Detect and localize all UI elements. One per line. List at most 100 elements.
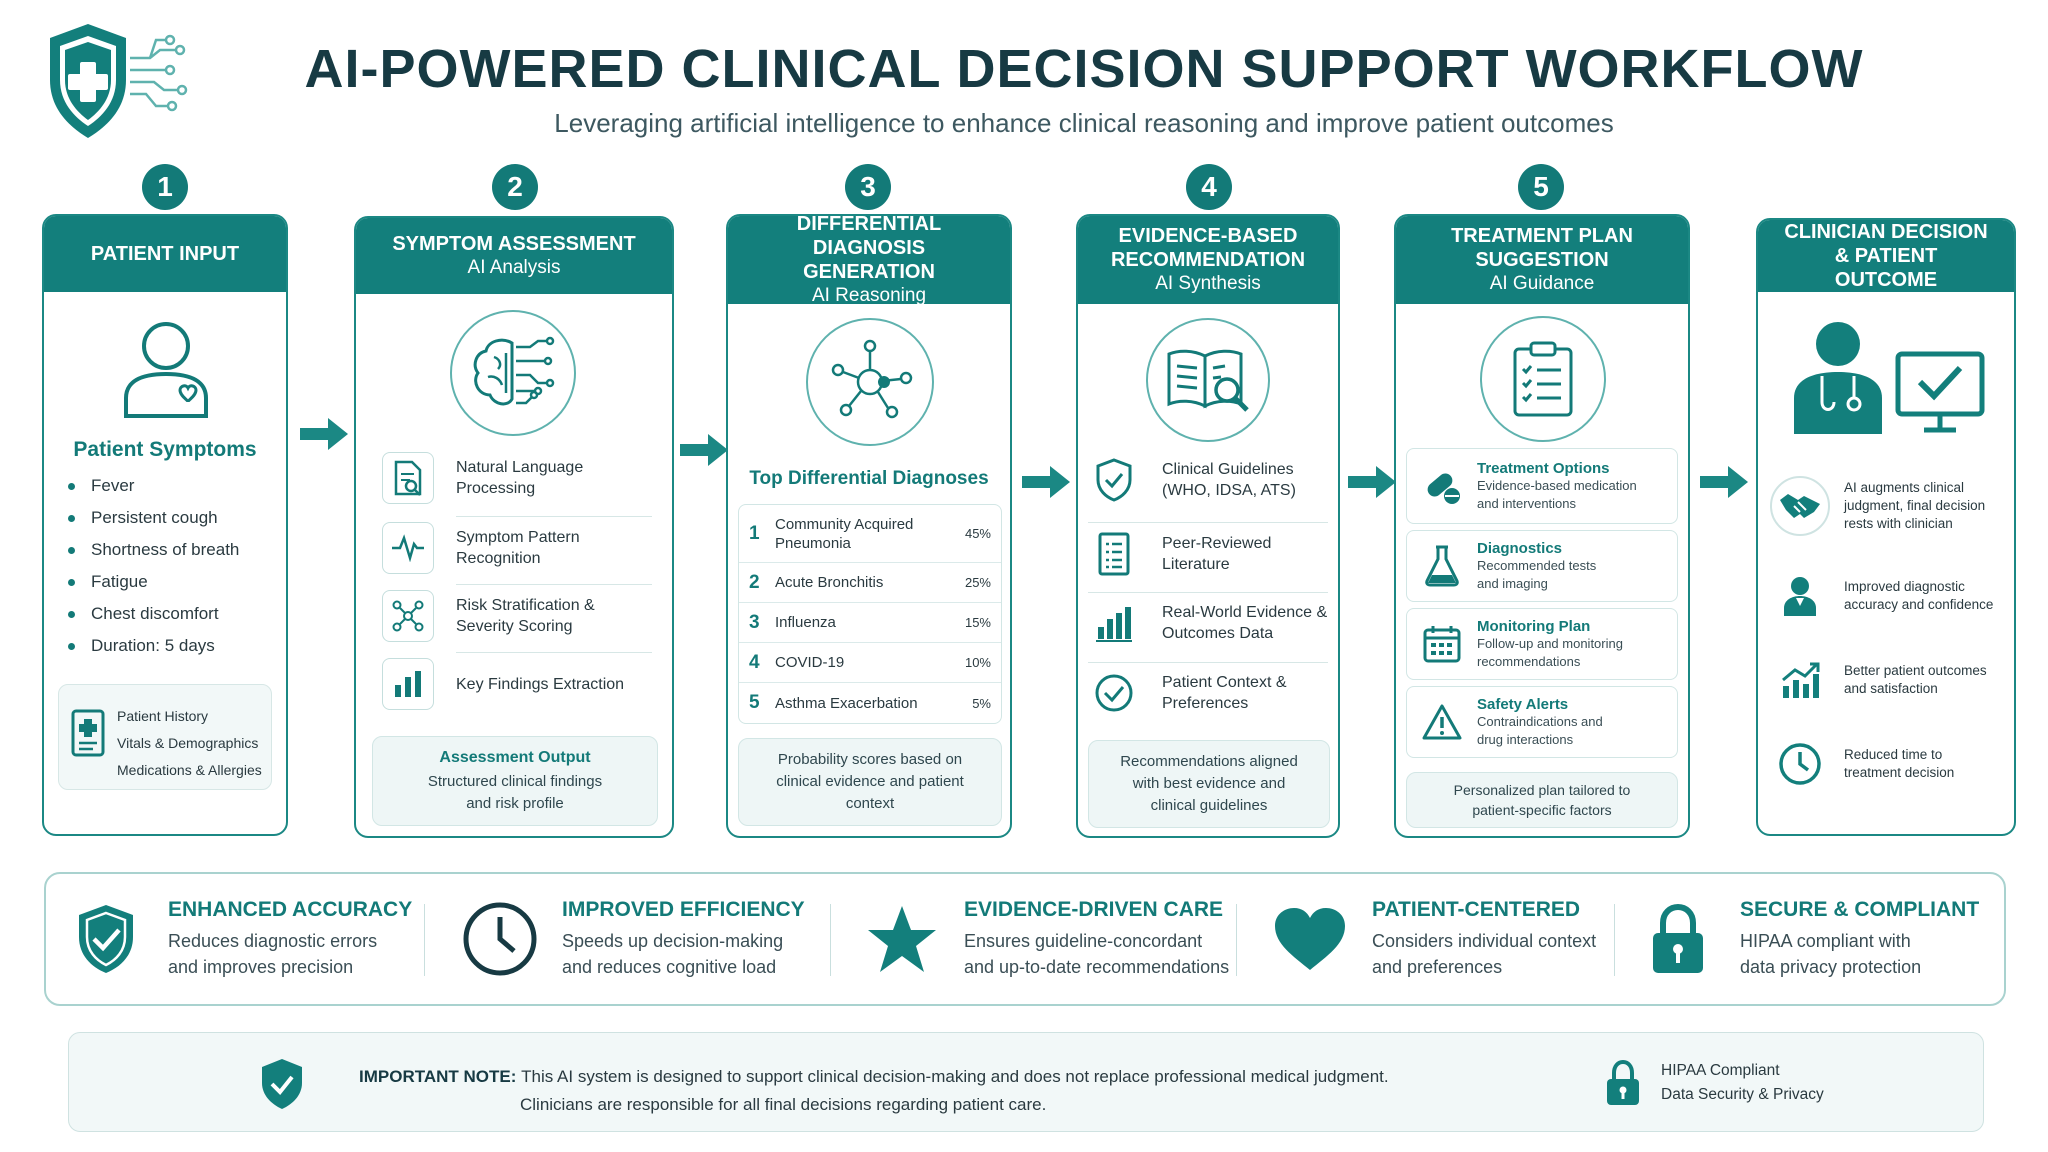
flask-icon bbox=[1425, 545, 1459, 587]
card-title: EVIDENCE-BASED RECOMMENDATION bbox=[1110, 225, 1306, 271]
pill-icon bbox=[1427, 473, 1460, 504]
history-item: Patient History bbox=[117, 708, 209, 724]
arrow-right-icon bbox=[1348, 466, 1396, 498]
card-subtitle: AI Guidance bbox=[1489, 273, 1595, 294]
card-treatment-plan: TREATMENT PLAN SUGGESTION AI Guidance Tr… bbox=[1394, 214, 1690, 838]
document-search-icon bbox=[394, 460, 422, 496]
outcome-item: Reduced time to treatment decision bbox=[1770, 734, 1984, 794]
star-icon bbox=[868, 906, 936, 972]
molecule-network-icon bbox=[806, 318, 934, 446]
analysis-item: Key Findings Extraction bbox=[382, 658, 636, 710]
step-number-5: 5 bbox=[1518, 164, 1564, 210]
evidence-item: Peer-Reviewed Literature bbox=[1094, 532, 1332, 576]
doctor-monitor-icon bbox=[1794, 322, 1985, 434]
handshake-icon bbox=[1780, 494, 1820, 518]
analysis-item: Natural Language Processing bbox=[382, 452, 636, 504]
card-subtitle: AI Reasoning bbox=[811, 285, 927, 306]
symptom-item: Duration: 5 days bbox=[68, 630, 239, 662]
card-patient-input: PATIENT INPUT Patient Symptoms Fever Per… bbox=[42, 214, 288, 836]
symptom-item: Persistent cough bbox=[68, 502, 239, 534]
section-title: Top Differential Diagnoses bbox=[749, 468, 989, 489]
symptom-item: Fatigue bbox=[68, 566, 239, 598]
bar-chart-icon bbox=[1096, 607, 1132, 642]
arrow-right-icon bbox=[1700, 466, 1748, 498]
card-header: SYMPTOM ASSESSMENT AI Analysis bbox=[356, 218, 672, 294]
step-number-3: 3 bbox=[845, 164, 891, 210]
list-icon bbox=[1098, 532, 1130, 576]
growth-chart-icon bbox=[1782, 662, 1820, 698]
treatment-footer-box: Personalized plan tailored to patient-sp… bbox=[1406, 772, 1678, 828]
symptom-item: Chest discomfort bbox=[68, 598, 239, 630]
card-title: SYMPTOM ASSESSMENT bbox=[392, 233, 636, 255]
important-note-banner: IMPORTANT NOTE: This AI system is design… bbox=[68, 1032, 1984, 1132]
step-number-4: 4 bbox=[1186, 164, 1232, 210]
step-number-2: 2 bbox=[492, 164, 538, 210]
differential-footer-box: Probability scores based on clinical evi… bbox=[738, 738, 1002, 826]
step-number-1: 1 bbox=[142, 164, 188, 210]
evidence-item: Clinical Guidelines (WHO, IDSA, ATS) bbox=[1094, 458, 1332, 502]
shield-cross-logo-icon bbox=[50, 24, 188, 138]
history-item: Medications & Allergies bbox=[117, 762, 262, 778]
arrow-right-icon bbox=[300, 418, 348, 450]
card-title: CLINICIAN DECISION & PATIENT OUTCOME bbox=[1784, 221, 1988, 291]
clock-icon bbox=[1779, 743, 1821, 785]
section-title: Patient Symptoms bbox=[73, 438, 257, 461]
card-header: DIFFERENTIAL DIAGNOSIS GENERATION AI Rea… bbox=[728, 216, 1010, 306]
evidence-footer-box: Recommendations aligned with best eviden… bbox=[1088, 740, 1330, 828]
outcome-item: Better patient outcomes and satisfaction bbox=[1770, 650, 2004, 710]
symptom-list: Fever Persistent cough Shortness of brea… bbox=[68, 470, 239, 662]
card-header: TREATMENT PLAN SUGGESTION AI Guidance bbox=[1396, 216, 1688, 304]
symptom-item: Shortness of breath bbox=[68, 534, 239, 566]
card-differential-diagnosis: DIFFERENTIAL DIAGNOSIS GENERATION AI Rea… bbox=[726, 214, 1012, 838]
pulse-icon bbox=[392, 534, 424, 562]
evidence-item: Patient Context & Preferences bbox=[1094, 672, 1332, 714]
heart-icon bbox=[1275, 908, 1345, 970]
clipboard-checklist-icon bbox=[1480, 316, 1606, 442]
symptom-item: Fever bbox=[68, 470, 239, 502]
card-header: EVIDENCE-BASED RECOMMENDATION AI Synthes… bbox=[1078, 216, 1338, 304]
outcome-item: Improved diagnostic accuracy and confide… bbox=[1770, 566, 2004, 626]
arrow-right-icon bbox=[1022, 466, 1070, 498]
card-subtitle: AI Analysis bbox=[467, 257, 561, 278]
note-text: IMPORTANT NOTE: This AI system is design… bbox=[359, 1067, 1389, 1114]
shield-check-icon bbox=[1096, 458, 1132, 502]
card-clinician-decision: CLINICIAN DECISION & PATIENT OUTCOME AI … bbox=[1756, 218, 2016, 836]
hipaa-badge: HIPAA Compliant Data Security & Privacy bbox=[1661, 1062, 1824, 1103]
analysis-item: Symptom Pattern Recognition bbox=[382, 522, 636, 574]
card-title: PATIENT INPUT bbox=[90, 243, 240, 265]
card-symptom-assessment: SYMPTOM ASSESSMENT AI Analysis Natural L… bbox=[354, 216, 674, 838]
page-title: AI-POWERED CLINICAL DECISION SUPPORT WOR… bbox=[304, 39, 1864, 99]
calendar-icon bbox=[1423, 626, 1461, 663]
bar-chart-icon bbox=[395, 671, 421, 697]
card-header: CLINICIAN DECISION & PATIENT OUTCOME bbox=[1758, 220, 2014, 292]
check-circle-icon bbox=[1095, 674, 1133, 712]
outcome-item: AI augments clinical judgment, final dec… bbox=[1770, 476, 1994, 536]
assessment-output-box: Assessment Output Structured clinical fi… bbox=[372, 736, 658, 826]
card-header: PATIENT INPUT bbox=[44, 216, 286, 292]
card-evidence-recommendation: EVIDENCE-BASED RECOMMENDATION AI Synthes… bbox=[1076, 214, 1340, 838]
shield-check-icon bbox=[79, 905, 133, 973]
lock-icon bbox=[1653, 903, 1703, 973]
page-subtitle: Leveraging artificial intelligence to en… bbox=[554, 108, 1614, 138]
card-title: TREATMENT PLAN SUGGESTION bbox=[1451, 225, 1633, 271]
patient-icon bbox=[124, 322, 208, 418]
clipboard-icon bbox=[71, 709, 105, 757]
network-icon bbox=[392, 600, 424, 632]
warning-icon bbox=[1422, 704, 1462, 740]
card-subtitle: AI Synthesis bbox=[1155, 273, 1261, 294]
